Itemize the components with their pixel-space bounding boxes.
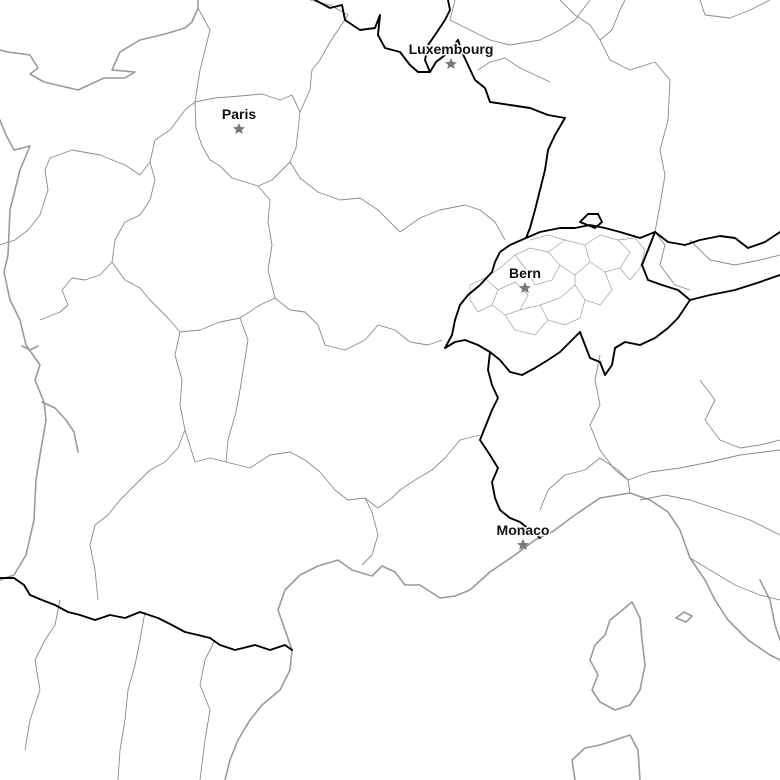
region-occitanie [184,429,227,463]
capital-bern[interactable]: Bern [508,264,542,293]
capital-luxembourg[interactable]: Luxembourg [407,40,495,69]
border-france-spain-pyrenees [0,577,293,651]
country-borders [0,0,780,651]
region-centre [111,185,276,333]
border-austria-italy [641,231,780,301]
region-italy-emilia [639,494,780,536]
canton-borders-central [514,239,591,286]
island-corsica [589,601,646,711]
canton-borders-south [519,284,586,326]
region-paca-west [361,497,379,566]
region-normandy [44,101,196,176]
region-spain-navarra [24,599,61,751]
region-italy-veneto [699,379,780,449]
border-france-italy-alps [479,351,541,539]
border-switzerland-france-jura [444,237,527,349]
region-germany-rhineland [449,0,591,46]
capital-label: Paris [222,106,256,122]
capital-star-icon [233,123,245,134]
region-auvergne-west [225,317,249,463]
region-grand-est-west [299,0,349,113]
border-france-belgium-north [314,0,459,73]
border-germany-austria [654,231,780,249]
region-germany-saarland [477,57,551,83]
region-italy-liguria [539,457,631,511]
border-luxembourg-germany [457,39,566,119]
border-france-germany-rhine [525,117,566,239]
region-brittany [0,169,49,246]
border-lake-constance [579,213,603,229]
border-luxembourg-belgium [424,0,451,73]
island-elba [675,611,693,623]
region-bourgogne-south [274,297,443,351]
coastline-catalonia [224,649,293,780]
canton-borders-north [529,234,631,273]
capital-star-icon [519,282,531,293]
region-spain-aragon [117,611,146,780]
coastline-gironde [41,401,79,453]
region-austria-tyrol [689,239,780,266]
region-germany-hesse [559,0,626,41]
region-pays-de-la-loire [39,161,156,321]
island-sardinia [571,734,641,780]
canton-borders-east [574,237,646,306]
region-hauts-de-france [194,7,211,103]
region-italy-piedmont [589,354,629,481]
region-ile-de-france [194,93,301,187]
capital-monaco[interactable]: Monaco [495,521,551,550]
coastline-channel [0,0,199,91]
capital-label: Luxembourg [409,41,494,57]
coastline-gulf-of-lion [277,492,780,661]
coastline-tyrrhenian [759,579,780,641]
capital-label: Bern [509,265,541,281]
capital-star-icon [445,58,457,69]
canton-borders-west [469,277,529,316]
capital-label: Monaco [497,522,550,538]
coastline-island-re [21,345,39,351]
coastline-biscay [0,119,47,581]
region-nouvelle-aquitaine-east [89,331,186,601]
region-austria-vorarlberg [654,231,691,291]
region-italy-tuscany [689,557,780,601]
border-switzerland-italy [579,299,691,376]
border-geneva [444,331,581,376]
region-spain-catalonia [199,639,216,780]
region-germany-bavaria [599,39,671,233]
region-germany-thuringia [699,0,771,19]
capitals: Paris Luxembourg Bern Monaco [220,40,551,550]
capital-star-icon [517,539,529,550]
swiss-cantons [469,234,646,336]
region-auvergne-south [225,434,481,509]
region-bourgogne [289,161,506,241]
capital-paris[interactable]: Paris [220,105,258,134]
region-italy-lombardy [627,449,780,481]
